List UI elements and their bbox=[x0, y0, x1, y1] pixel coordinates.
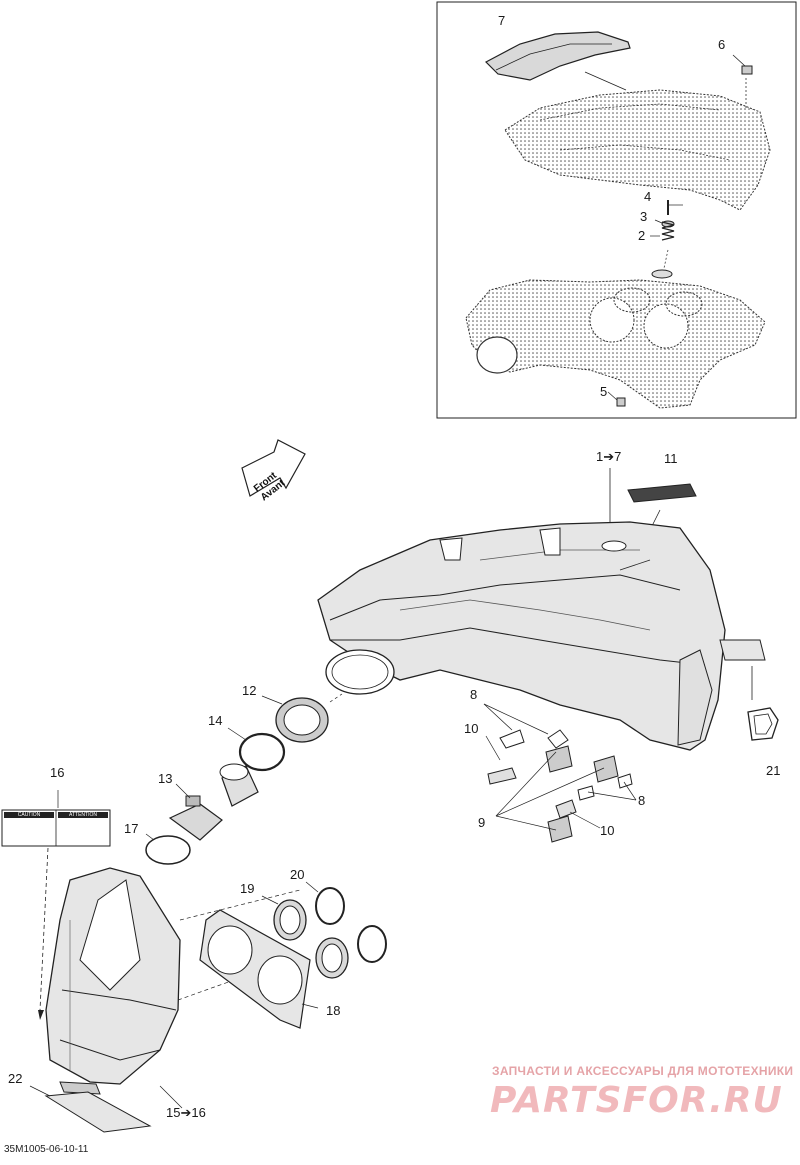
callout-15-to-16: 15➔16 bbox=[166, 1105, 206, 1120]
part-16-sticker bbox=[1, 790, 111, 1020]
part-15-lower-housing bbox=[45, 867, 301, 1109]
part-21-insert bbox=[747, 666, 779, 741]
callout-20: 20 bbox=[290, 867, 305, 882]
callout-4: 4 bbox=[644, 189, 652, 204]
part-7-cover bbox=[485, 31, 631, 91]
part-22-pads bbox=[29, 1081, 152, 1133]
part-13-duct bbox=[168, 763, 259, 841]
callout-19: 19 bbox=[240, 881, 255, 896]
callout-14: 14 bbox=[208, 713, 223, 728]
callout-10-upper: 10 bbox=[464, 721, 479, 736]
part-19-sleeves bbox=[261, 895, 349, 979]
callout-2: 2 bbox=[638, 228, 646, 243]
sticker-caution: CAUTION bbox=[17, 812, 41, 818]
main-airbox-assembly bbox=[317, 521, 766, 751]
front-arrow-icon bbox=[241, 439, 306, 497]
part-17-oring bbox=[145, 833, 191, 865]
inset-upper-airbox bbox=[504, 78, 771, 211]
part-14-clamp bbox=[227, 727, 286, 772]
watermark-logo: PARTSFOR.RU bbox=[490, 1080, 783, 1121]
callout-10-lower: 10 bbox=[600, 823, 615, 838]
callout-3: 3 bbox=[640, 209, 648, 224]
drawing-code: 35M1005-06-10-11 bbox=[4, 1144, 89, 1155]
callout-18: 18 bbox=[326, 1003, 341, 1018]
callout-16: 16 bbox=[50, 765, 65, 780]
callout-8-lower: 8 bbox=[638, 793, 646, 808]
watermark-tagline: ЗАПЧАСТИ И АКСЕССУАРЫ ДЛЯ МОТОТЕХНИКИ bbox=[492, 1064, 794, 1078]
part-6-grommet bbox=[732, 54, 753, 75]
callout-21: 21 bbox=[766, 763, 781, 778]
callout-9: 9 bbox=[478, 815, 486, 830]
sticker-attention: ATTENTION bbox=[69, 812, 97, 818]
callout-13: 13 bbox=[158, 771, 173, 786]
callout-11: 11 bbox=[664, 451, 678, 466]
callout-12: 12 bbox=[242, 683, 257, 698]
parts-8-10-clips bbox=[483, 703, 637, 843]
part-5-nut bbox=[607, 391, 626, 407]
callout-17: 17 bbox=[124, 821, 139, 836]
callout-7: 7 bbox=[498, 13, 506, 28]
callout-5: 5 bbox=[600, 384, 608, 399]
callout-8-upper: 8 bbox=[470, 687, 478, 702]
parts-2-4-fasteners bbox=[650, 200, 683, 279]
inset-lower-airbox bbox=[465, 279, 766, 409]
callout-6: 6 bbox=[718, 37, 726, 52]
callout-22: 22 bbox=[8, 1071, 23, 1086]
part-12-coupling bbox=[261, 693, 343, 743]
callout-1-to-7: 1➔7 bbox=[596, 449, 622, 464]
part-20-clamps bbox=[305, 881, 387, 963]
part-18-bracket bbox=[199, 909, 319, 1029]
